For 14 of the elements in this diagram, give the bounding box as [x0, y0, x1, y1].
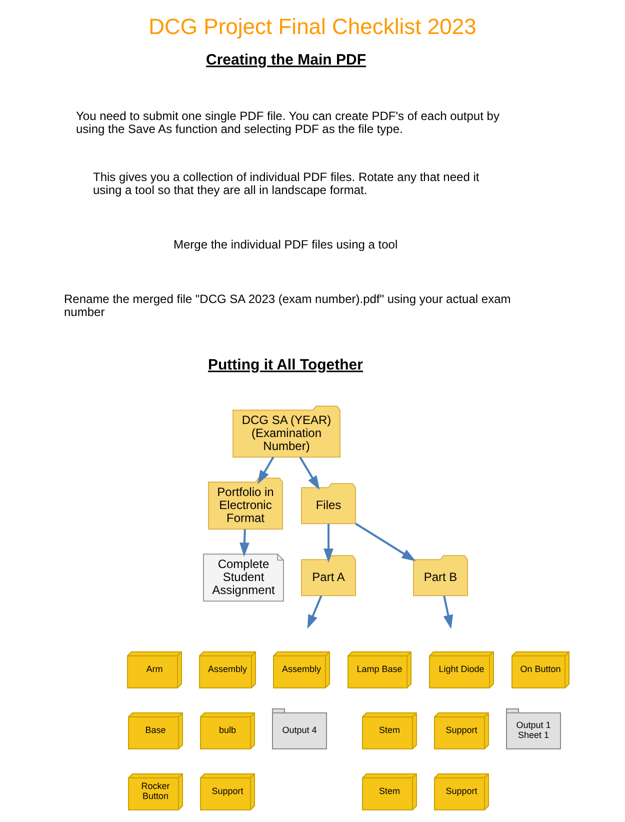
arrow: [299, 456, 320, 490]
arrow: [324, 524, 334, 563]
label: You need to submit one single PDF file. You can create PDF's of each output by using the Save As function and selecting PDF as the file type.: [76, 108, 500, 136]
arrow: [257, 456, 274, 484]
label: This gives you a collection of individual PDF files. Rotate any that need it using a tool so that they are all in landscape format.: [93, 170, 480, 197]
arrow: [355, 522, 416, 562]
label: Merge the individual PDF files using a tool: [174, 237, 398, 252]
arrow: [240, 529, 250, 557]
diagram-title: DCG Project Final Checklist 2023: [148, 14, 476, 39]
label: Creating the Main PDF: [206, 52, 366, 69]
arrow: [307, 595, 322, 629]
arrow: [443, 596, 454, 630]
label: Putting it All Together: [208, 356, 363, 374]
label: Rename the merged file "DCG SA 2023 (exam number).pdf" using your actual exam number: [64, 292, 511, 319]
